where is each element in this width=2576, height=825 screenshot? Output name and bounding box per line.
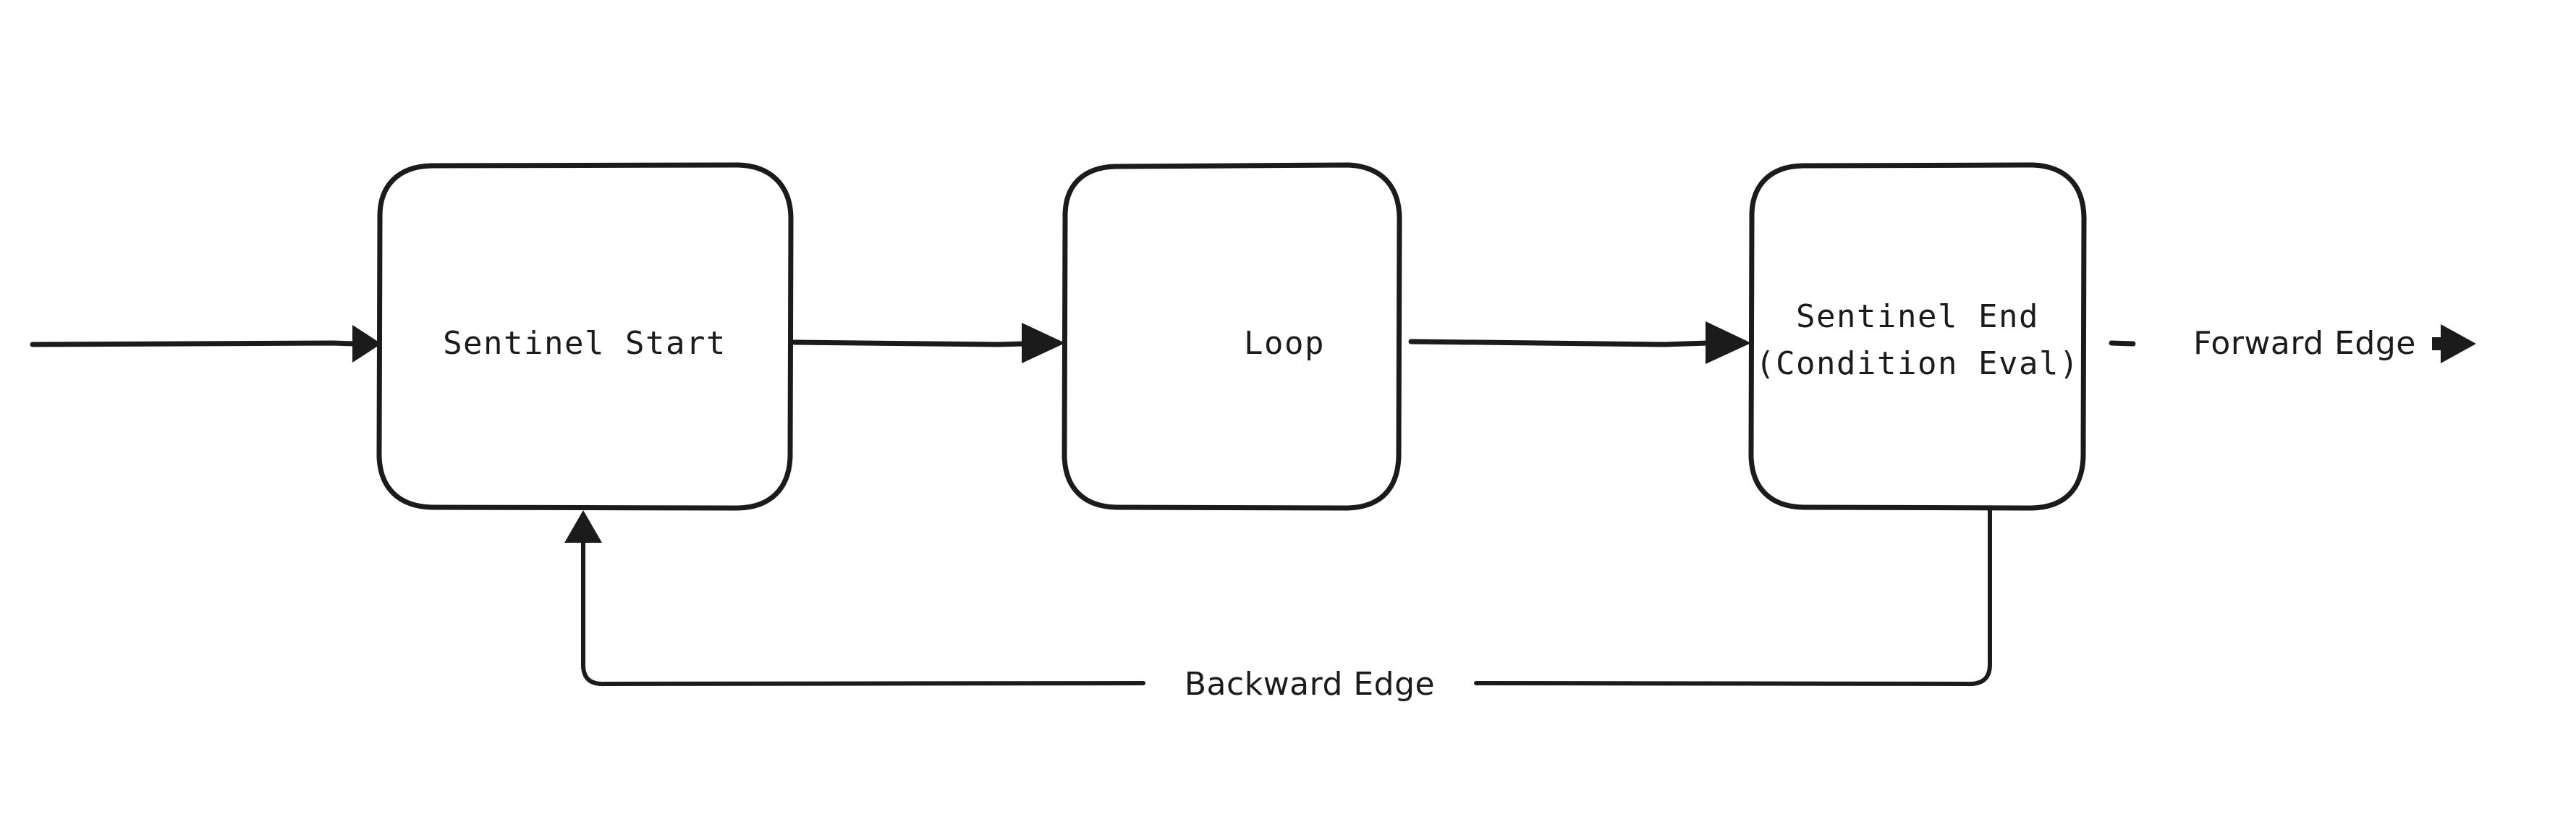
node-sentinel-end-label-line1: Sentinel End (1796, 298, 2039, 335)
node-sentinel-start[interactable]: Sentinel Start (376, 162, 794, 511)
edge-loop-to-end (1408, 321, 1751, 364)
edge-forward-label: Forward Edge (2193, 325, 2416, 362)
node-sentinel-end-shape (1748, 162, 2087, 511)
edge-entry (30, 325, 381, 363)
edge-backward-left-segment (580, 535, 1145, 687)
node-loop[interactable]: Loop (1062, 162, 1402, 511)
node-sentinel-start-label: Sentinel Start (443, 325, 726, 362)
edge-start-to-loop-line (791, 339, 1027, 347)
node-loop-label: Loop (1244, 325, 1325, 362)
edge-loop-to-end-line (1408, 339, 1711, 347)
edge-start-to-loop (791, 323, 1065, 363)
node-sentinel-start-shape (376, 162, 794, 511)
node-sentinel-end-label-line2: (Condition Eval) (1755, 345, 2080, 382)
edge-entry-line (30, 340, 357, 347)
edge-backward-right-segment (1474, 508, 1992, 687)
edge-forward-arrowhead (2441, 324, 2476, 363)
edge-loop-to-end-arrowhead (1706, 321, 1751, 364)
node-loop-shape (1062, 162, 1402, 511)
edge-forward-arrow-tail (2432, 337, 2442, 350)
edge-backward: Backward Edge (564, 508, 1992, 703)
edge-forward-stub-line (2109, 340, 2136, 347)
edge-backward-label: Backward Edge (1185, 666, 1435, 703)
node-sentinel-end[interactable]: Sentinel End (Condition Eval) (1748, 162, 2087, 511)
edge-forward: Forward Edge (2109, 324, 2476, 363)
edge-start-to-loop-arrowhead (1022, 323, 1065, 363)
edge-backward-arrowhead (564, 510, 602, 543)
edge-entry-arrowhead (352, 325, 381, 363)
